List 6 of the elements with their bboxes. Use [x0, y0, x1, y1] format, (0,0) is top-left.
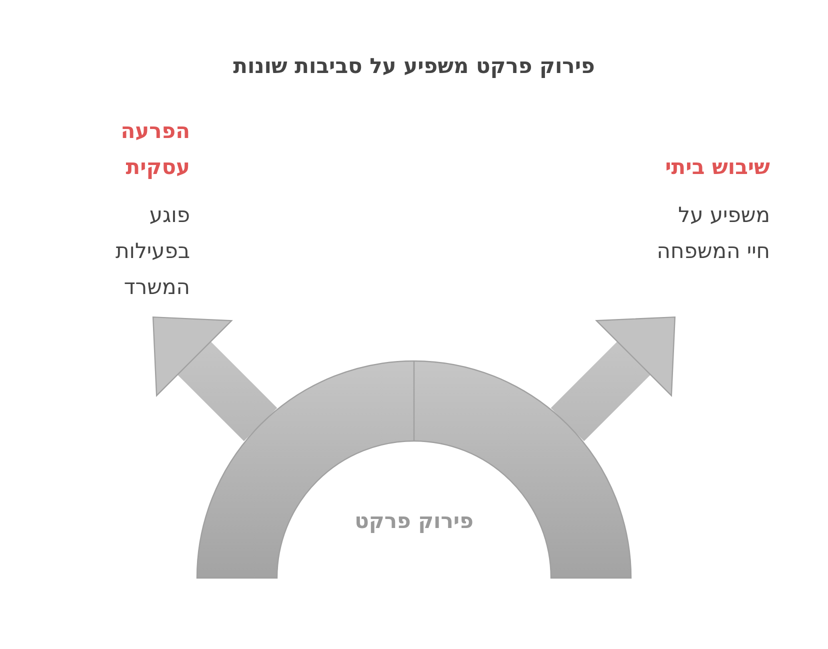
heading: הפרעה עסקית	[120, 118, 190, 181]
node-label: פירוק פרקט	[354, 509, 474, 533]
title: פירוק פרקט משפיע על סביבות שונות	[232, 54, 596, 78]
description: משפיע על חיי המשפחה	[656, 202, 770, 265]
heading: שיבוש ביתי	[664, 154, 770, 181]
description: פוגע בפעילות המשרד	[114, 202, 190, 301]
